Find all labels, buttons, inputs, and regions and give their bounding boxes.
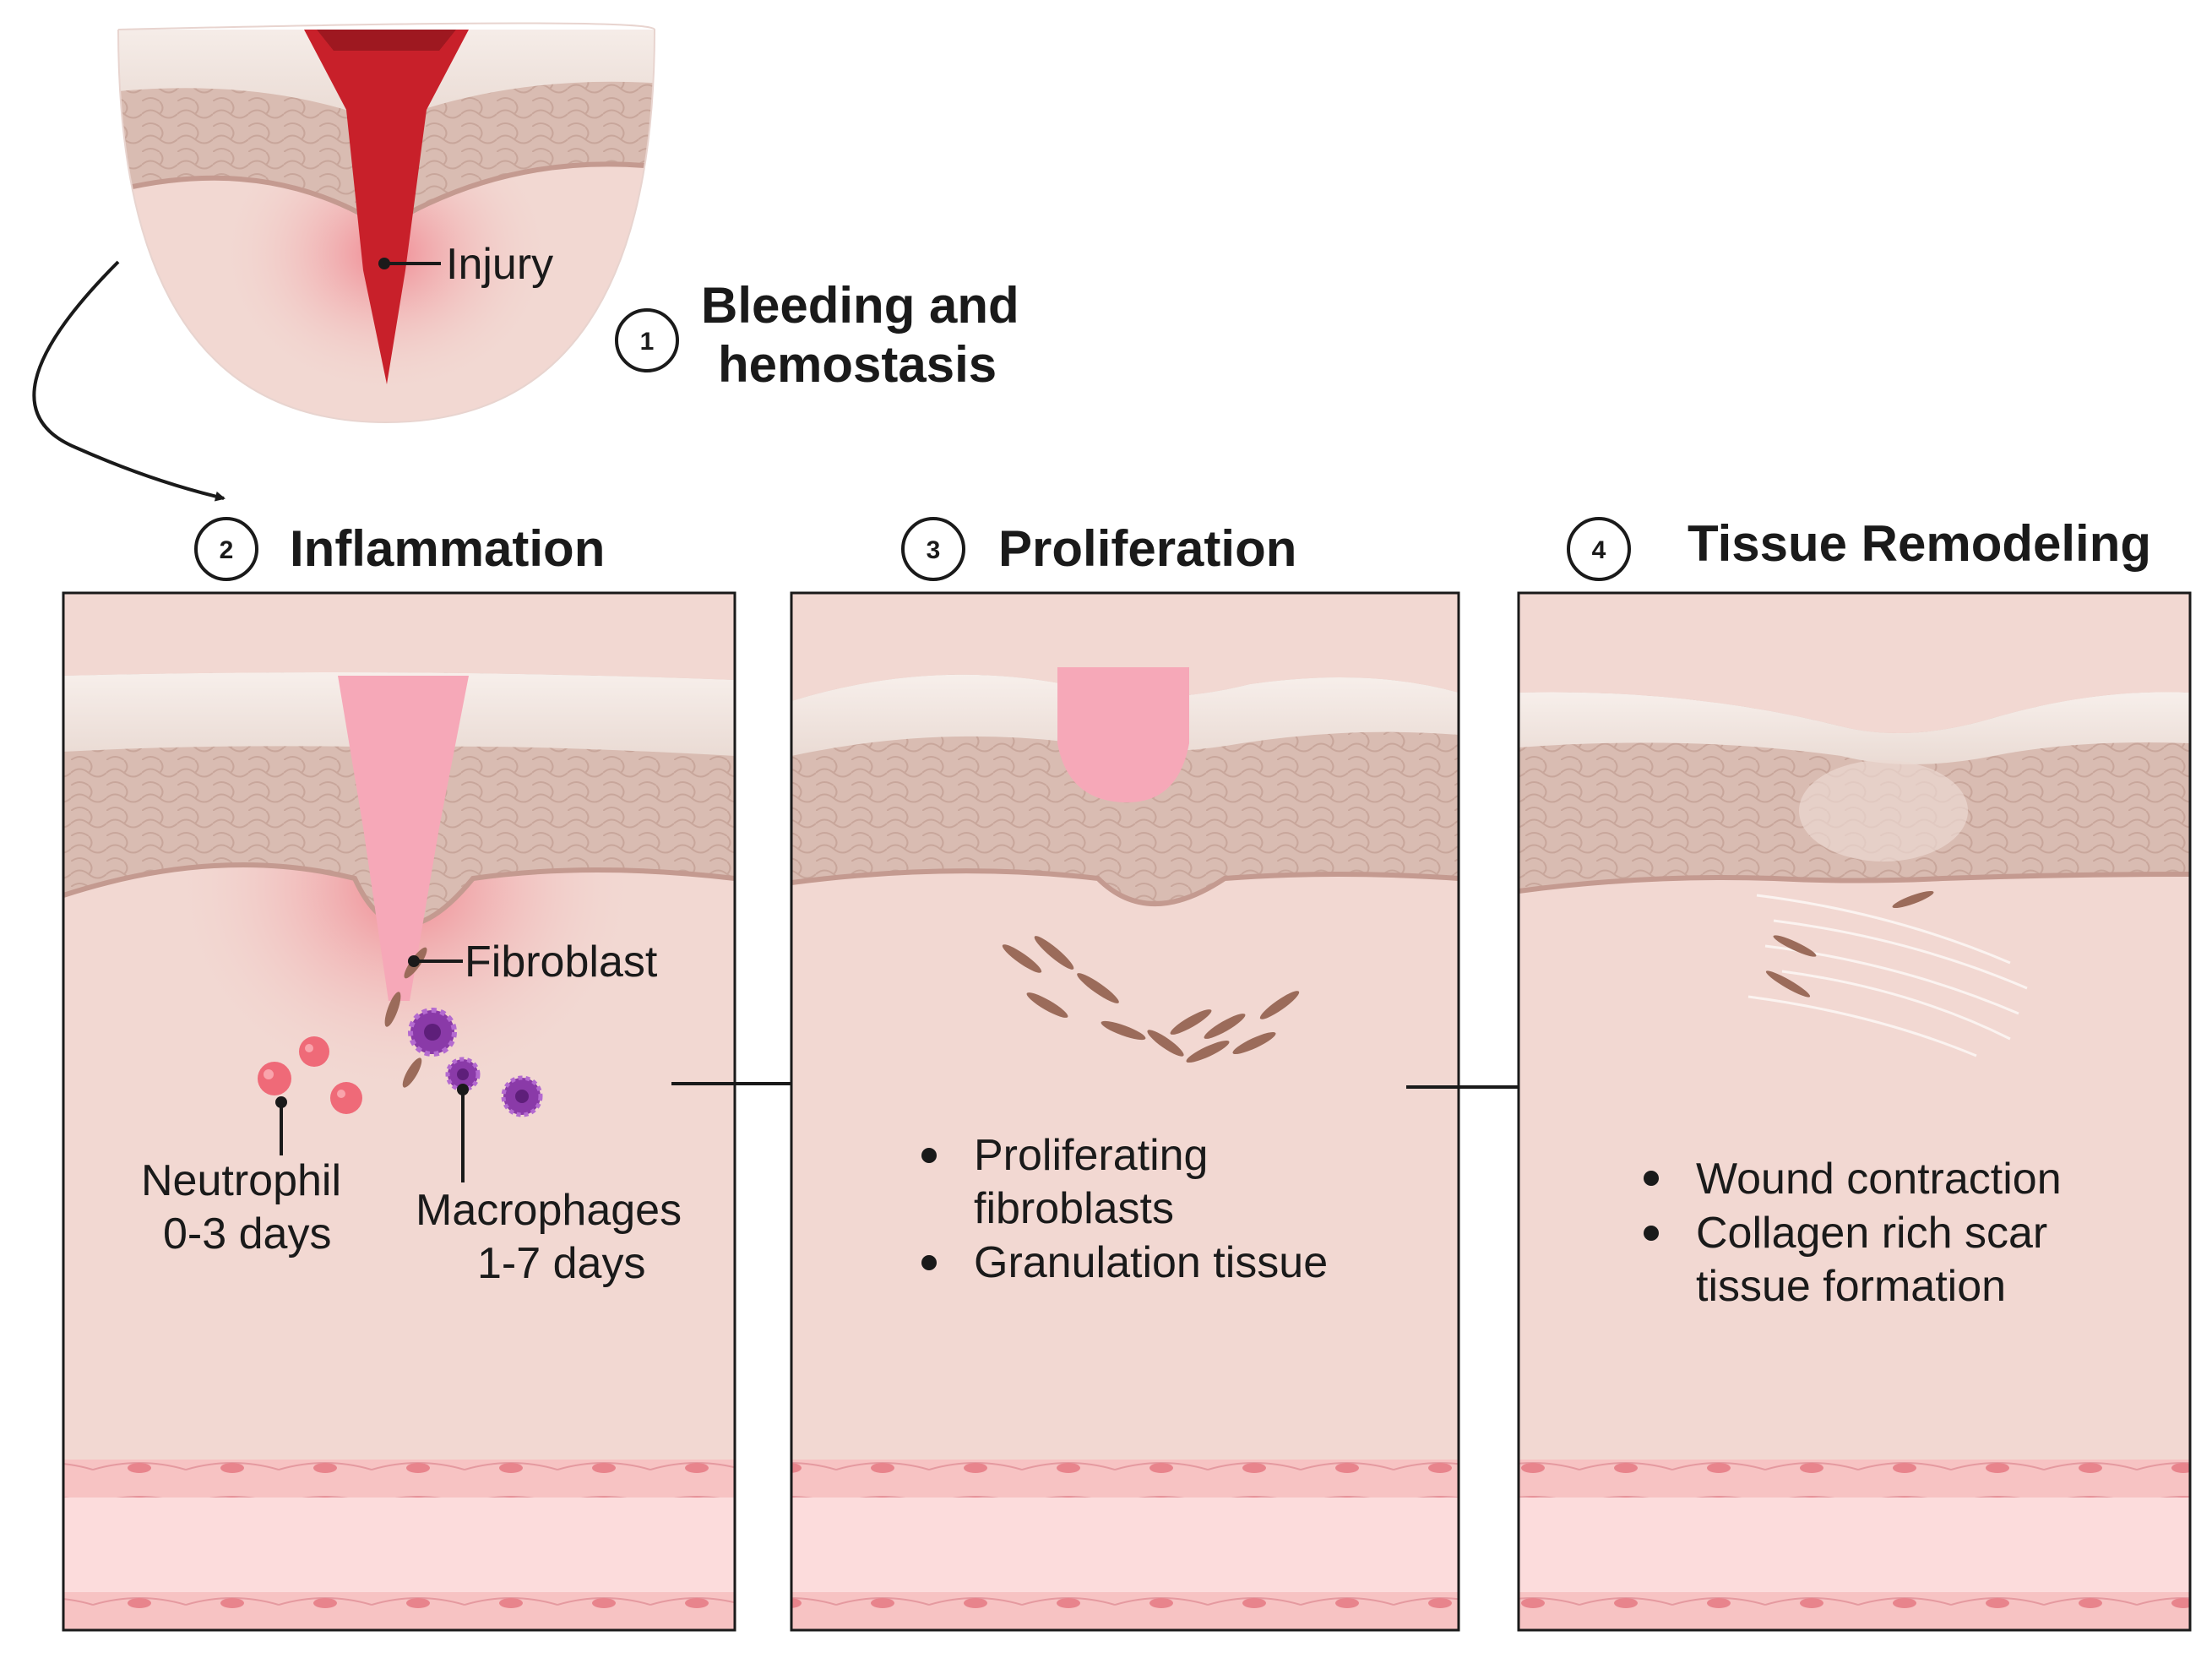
stage1-skin-illustration [118,30,655,422]
stage1-title-line1: Bleeding and [701,277,1019,334]
remodeling-bullet1: Wound contraction [1696,1155,2062,1204]
stage2-number-badge: 2 [194,517,258,581]
neutrophil-days: 0-3 days [163,1210,331,1258]
bullet-dot [1644,1226,1659,1241]
remodeling-bullet2-line1: Collagen rich scar [1696,1209,2047,1258]
vessel-layer [63,1460,735,1630]
vessel-layer [1519,1460,2190,1630]
neutrophil-label: Neutrophil [141,1156,341,1205]
panel-proliferation [791,593,1459,1630]
injury-wound [304,30,469,384]
bullet-dot [921,1255,937,1270]
panel-proliferation-border [790,591,1460,1632]
panel-tissue-remodeling [1519,593,2190,1630]
panel-inflammation [63,593,735,1630]
panel-tissue-remodeling-border [1517,591,2192,1632]
bullet-dot [1644,1171,1659,1186]
stage4-number-badge: 4 [1567,517,1631,581]
stage4-title: Tissue Remodeling [1688,515,2151,572]
fibroblast-cell [402,1057,422,1088]
proliferation-bullet2: Granulation tissue [974,1238,1328,1287]
svg-text:1: 1 [640,328,655,356]
macrophage-label: Macrophages [416,1186,682,1235]
proliferating-fibroblasts [1002,936,1300,1063]
macrophage-days: 1-7 days [477,1239,645,1288]
flow-arrow-1-to-2 [32,260,226,502]
fibroblast-cell [384,992,401,1027]
svg-text:2: 2 [220,536,234,564]
vessel-layer [791,1460,1459,1630]
proliferation-bullet1-line2: fibroblasts [974,1184,1174,1233]
proliferation-bullet1-line1: Proliferating [974,1131,1208,1180]
stage1-number-badge: 1 [615,308,679,372]
panel-inflammation-border [62,591,736,1632]
injury-label: Injury [446,240,553,289]
inflammation-wound [338,676,469,1001]
svg-text:3: 3 [927,536,941,564]
bullet-dot [921,1148,937,1163]
remodeling-bullet2-line2: tissue formation [1696,1262,2006,1311]
proliferation-wound [1057,667,1189,802]
stage3-title: Proliferation [998,520,1296,577]
stage3-number-badge: 3 [901,517,965,581]
stage1-outline [117,22,656,424]
neutrophil-cells [258,1036,362,1114]
fibroblast-label: Fibroblast [465,938,658,987]
macrophage-cells [408,1008,543,1117]
stage2-title: Inflammation [290,520,605,577]
remodeling-fibroblasts [1765,890,1934,998]
svg-text:4: 4 [1592,536,1606,564]
stage1-title-line2: hemostasis [718,336,997,393]
